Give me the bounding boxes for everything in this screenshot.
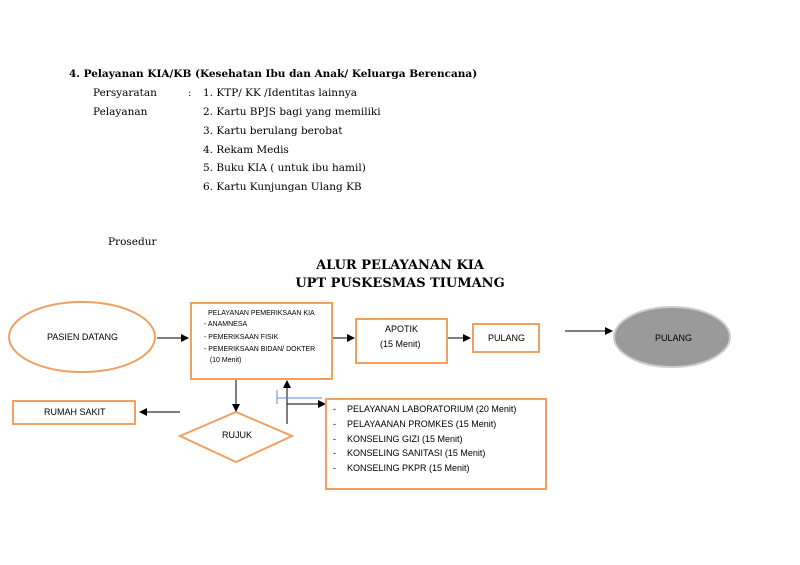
exam-item: - PEMERIKSAAN BIDAN/ DOKTER [204, 346, 316, 353]
apotik-label: APOTIK [385, 324, 419, 334]
exam-item: - PEMERIKSAAN FISIK [204, 334, 279, 341]
service-item: PELAYANAN LABORATORIUM (20 Menit) [347, 404, 517, 414]
service-dash: - [333, 419, 336, 429]
flow-title: ALUR PELAYANAN KIA [316, 258, 484, 273]
pulang-box: PULANG [472, 323, 540, 353]
service-dash: - [333, 463, 336, 473]
requirements-label-line2: Pelayanan [93, 106, 148, 118]
rumah-sakit-box: RUMAH SAKIT [12, 400, 136, 425]
pasien-datang-label: PASIEN DATANG [47, 332, 119, 342]
pulang-box-label: PULANG [488, 333, 526, 343]
exam-item: (10 Menit) [204, 357, 242, 364]
rujuk-shape [177, 410, 295, 464]
requirements-label-line1: Persyaratan [93, 87, 157, 99]
requirements-colon: : [188, 87, 192, 99]
requirement-item: 4. Rekam Medis [203, 144, 289, 156]
section-heading: 4. Pelayanan KIA/KB (Kesehatan Ibu dan A… [69, 68, 478, 80]
requirement-item: 5. Buku KIA ( untuk ibu hamil) [203, 162, 366, 174]
service-item: PELAYAANAN PROMKES (15 Menit) [347, 419, 497, 429]
exam-box: PELAYANAN PEMERIKSAAN KIA - ANAMNESA - P… [190, 302, 333, 380]
service-item: KONSELING GIZI (15 Menit) [347, 434, 463, 444]
pulang-end-shape [613, 306, 731, 368]
prosedur-label: Prosedur [108, 236, 157, 248]
requirement-item: 6. Kartu Kunjungan Ulang KB [203, 181, 362, 193]
requirement-item: 3. Kartu berulang berobat [203, 125, 343, 137]
flow-subtitle: UPT PUSKESMAS TIUMANG [295, 276, 505, 291]
pulang-end-label: PULANG [655, 333, 693, 343]
requirement-item: 2. Kartu BPJS bagi yang memiliki [203, 106, 381, 118]
rujuk-label: RUJUK [222, 430, 253, 440]
requirement-item: 1. KTP/ KK /Identitas lainnya [203, 87, 358, 99]
service-dash: - [333, 448, 336, 458]
apotik-time: (15 Menit) [380, 339, 421, 349]
rumah-sakit-label: RUMAH SAKIT [44, 407, 106, 417]
service-dash: - [333, 404, 336, 414]
exam-title: PELAYANAN PEMERIKSAAN KIA [208, 310, 315, 317]
pasien-datang-shape [8, 301, 156, 373]
exam-item: - ANAMNESA [204, 321, 248, 328]
service-item: KONSELING PKPR (15 Menit) [347, 463, 470, 473]
apotik-box: APOTIK (15 Menit) [355, 318, 448, 364]
services-box: - PELAYANAN LABORATORIUM (20 Menit) - PE… [325, 398, 547, 490]
service-item: KONSELING SANITASI (15 Menit) [347, 448, 486, 458]
service-dash: - [333, 434, 336, 444]
